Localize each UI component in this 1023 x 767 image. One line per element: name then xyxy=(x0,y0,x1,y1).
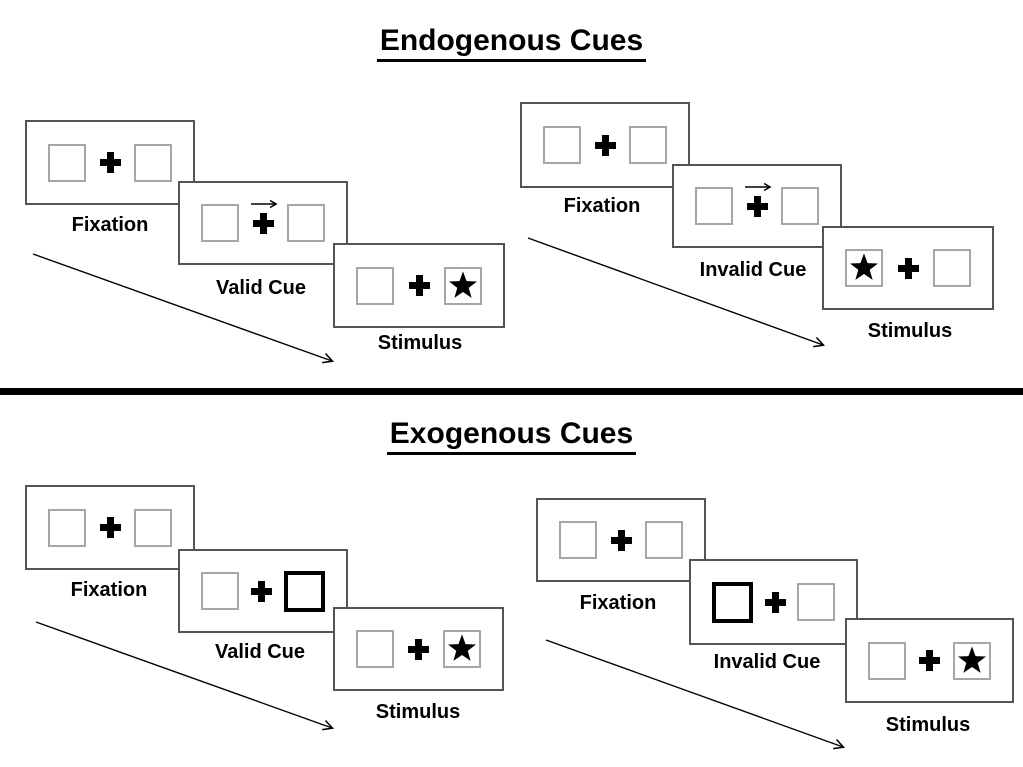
fixation-center xyxy=(97,152,124,173)
fixation-card xyxy=(25,120,195,205)
step-label: Invalid Cue xyxy=(699,259,807,281)
stimulus-card xyxy=(845,618,1014,703)
fixation-cross-icon xyxy=(919,650,940,671)
step-label: Valid Cue xyxy=(215,277,307,299)
step-label: Fixation xyxy=(71,214,149,236)
fixation-cross-icon xyxy=(610,529,632,551)
left-placeholder-box xyxy=(356,630,394,668)
timeline-arrow xyxy=(545,639,846,750)
section-divider xyxy=(0,388,1023,395)
cue-arrow-icon xyxy=(251,199,278,208)
right-placeholder-box xyxy=(287,204,325,242)
step-label: Fixation xyxy=(563,195,641,217)
fixation-cross-icon xyxy=(594,134,616,156)
fixation-center xyxy=(895,257,922,279)
left-placeholder-box xyxy=(48,508,86,547)
stimulus-card xyxy=(333,243,505,328)
fixation-card xyxy=(520,102,690,188)
right-placeholder-box xyxy=(629,126,667,164)
left-placeholder-box xyxy=(695,187,733,225)
fixation-center xyxy=(744,182,772,217)
fixation-center xyxy=(250,199,278,234)
right-placeholder-box xyxy=(933,249,971,287)
stimulus-card xyxy=(822,226,994,310)
left-placeholder-box xyxy=(356,266,394,305)
fixation-cross-icon xyxy=(897,257,919,279)
cue-card xyxy=(672,164,842,248)
fixation-center xyxy=(405,638,432,660)
fixation-center xyxy=(608,529,635,551)
fixation-center xyxy=(406,275,433,296)
step-label: Stimulus xyxy=(867,320,953,342)
fixation-cross-icon xyxy=(408,638,429,660)
right-placeholder-box xyxy=(781,187,819,225)
cue-card xyxy=(178,181,348,265)
fixation-card xyxy=(25,485,195,570)
right-placeholder-box xyxy=(645,521,683,559)
timeline-arrow xyxy=(527,237,826,348)
left-placeholder-box xyxy=(559,521,597,559)
stimulus-card xyxy=(333,607,504,691)
timeline-arrow xyxy=(32,253,335,364)
left-placeholder-box xyxy=(201,204,239,242)
fixation-cross-icon xyxy=(252,212,274,234)
section-title-text: Endogenous Cues xyxy=(376,24,647,62)
step-label: Stimulus xyxy=(377,332,463,354)
fixation-card xyxy=(536,498,706,582)
timeline-arrow xyxy=(35,621,335,731)
step-label: Fixation xyxy=(70,579,148,601)
right-placeholder-box xyxy=(797,583,835,621)
star-icon xyxy=(850,253,878,280)
right-placeholder-box xyxy=(134,508,172,547)
fixation-center xyxy=(592,134,619,156)
step-label: Invalid Cue xyxy=(713,651,821,673)
left-placeholder-box xyxy=(845,249,883,287)
fixation-center xyxy=(916,650,943,671)
section-title-endogenous: Endogenous Cues xyxy=(0,24,1023,62)
cue-card xyxy=(689,559,858,645)
cue-arrow-icon xyxy=(745,182,772,191)
fixation-center xyxy=(97,517,124,538)
right-placeholder-box xyxy=(953,641,991,680)
fixation-cross-icon xyxy=(251,580,272,602)
fixation-center xyxy=(248,580,275,602)
left-placeholder-box xyxy=(48,143,86,182)
fixation-center xyxy=(762,591,789,613)
cue-card xyxy=(178,549,348,633)
fixation-cross-icon xyxy=(99,517,121,538)
star-icon xyxy=(448,634,476,661)
right-placeholder-box xyxy=(443,630,481,668)
left-placeholder-box xyxy=(712,581,753,623)
fixation-cross-icon xyxy=(408,275,430,296)
step-label: Fixation xyxy=(579,592,657,614)
star-icon xyxy=(958,645,986,673)
fixation-cross-icon xyxy=(99,152,121,173)
section-title-text: Exogenous Cues xyxy=(386,417,637,455)
step-label: Stimulus xyxy=(375,701,461,723)
right-placeholder-box xyxy=(134,143,172,182)
step-label: Stimulus xyxy=(885,714,971,736)
right-placeholder-box xyxy=(444,266,482,305)
left-placeholder-box xyxy=(201,572,239,610)
fixation-cross-icon xyxy=(746,195,768,217)
section-title-exogenous: Exogenous Cues xyxy=(0,417,1023,455)
fixation-cross-icon xyxy=(764,591,786,613)
step-label: Valid Cue xyxy=(214,641,306,663)
left-placeholder-box xyxy=(543,126,581,164)
right-placeholder-box xyxy=(284,570,325,612)
left-placeholder-box xyxy=(868,641,906,680)
star-icon xyxy=(449,270,477,298)
